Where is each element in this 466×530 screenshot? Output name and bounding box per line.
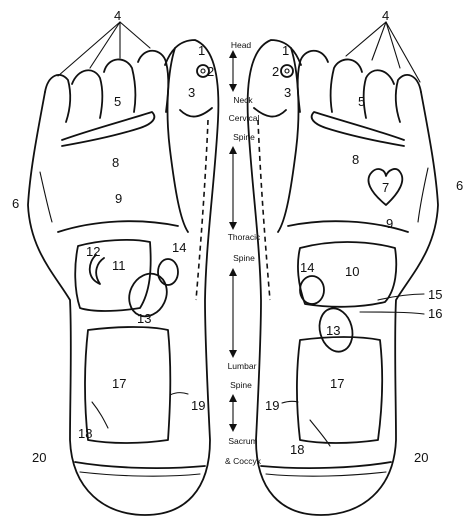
right-zone-1-label: 1 [282,43,289,58]
right-zone-8-label: 8 [352,152,359,167]
left-zone-20-line-2 [80,472,200,476]
spine-label-sacrum: Sacrum [228,436,257,446]
right-zone-20-line [261,462,391,468]
left-zone-18-line [92,402,108,428]
right-zone-15-label: 15 [428,287,442,302]
left-zone-13-label: 13 [137,311,151,326]
left-zone-14-oval [158,259,178,285]
spine-label-cervical-spine: Spine [233,132,255,142]
right-zone-6-label: 6 [456,178,463,193]
right-toe-2 [298,51,328,112]
left-zone-5-label: 5 [114,94,121,109]
right-zone-7-label: 7 [382,180,389,195]
right-zone-14-oval [300,276,324,304]
left-zone-3-label: 3 [188,85,195,100]
right-zone-20-line-2 [266,472,386,476]
left-zone-4-label: 4 [114,8,121,23]
right-foot [248,40,438,515]
right-zone-16-line [360,312,424,314]
left-zone-14-label: 14 [172,240,186,255]
left-zone-6-line [40,172,52,222]
left-toe-4 [72,70,102,118]
right-zone-15-line [378,294,424,300]
left-big-toe [168,48,188,232]
right-zone-19-label: 19 [265,398,279,413]
right-zone-18-label: 18 [290,442,304,457]
right-zone-2-circle-inner [285,69,289,73]
right-zone-9-label: 9 [386,216,393,231]
left-zone-11-label: 11 [112,258,126,273]
spine-label-thoracic: Thoracic [228,232,261,242]
left-zone-20-label: 20 [32,450,46,465]
right-zone-2-label: 2 [272,64,279,79]
left-zone-17-box [85,327,170,443]
left-toe-5 [45,75,70,122]
right-zone-20-label: 20 [414,450,428,465]
left-zone-17-label: 17 [112,376,126,391]
right-zone-4-label: 4 [382,8,389,23]
left-zone-6-label: 6 [12,196,19,211]
spine-label-lumbar-spine: Spine [230,380,252,390]
left-spine-band [180,108,212,117]
right-foot-zone-numbers: 4 1 2 3 5 8 7 6 9 14 10 15 16 13 17 19 1… [265,8,463,465]
left-zone-20-line [75,462,205,468]
right-zone-5-label: 5 [358,94,365,109]
right-zone-19-line [282,401,298,403]
right-zone-3-label: 3 [284,85,291,100]
spine-label-coccyx: & Coccyx [225,456,262,466]
spine-label-lumbar: Lumbar [228,361,257,371]
right-big-toe [278,48,298,232]
zone-4-leader-lines [58,22,420,82]
left-zone-2-circle-inner [201,69,205,73]
left-zone-5-line [62,112,154,146]
left-zone-9-line [58,221,178,232]
right-zone-10-label: 10 [345,264,359,279]
right-zone-2-circle [281,65,293,77]
spine-label-thoracic-spine: Spine [233,253,255,263]
right-zone-5-line [312,112,404,146]
right-toe-4 [364,70,394,118]
left-foot [28,40,218,515]
left-zone-19-line [170,393,188,395]
left-foot-zone-numbers: 4 1 2 3 5 8 6 9 12 14 11 13 17 19 18 20 [12,8,214,465]
left-zone-12-shape [90,255,104,284]
right-zone-6-line [418,168,428,222]
left-zone-12-label: 12 [86,244,100,259]
right-zone-16-label: 16 [428,306,442,321]
right-zone-17-label: 17 [330,376,344,391]
spine-label-neck: Neck [233,95,253,105]
left-zone-9-label: 9 [115,191,122,206]
spine-label-head: Head [231,40,252,50]
right-zone-13-label: 13 [326,323,340,338]
spine-label-cervical: Cervical [229,113,260,123]
left-zone-1-label: 1 [198,43,205,58]
left-zone-8-label: 8 [112,155,119,170]
left-zone-18-label: 18 [78,426,92,441]
left-zone-2-label: 2 [207,64,214,79]
left-toe-2 [138,51,168,112]
right-zone-14-label: 14 [300,260,314,275]
left-zone-19-label: 19 [191,398,205,413]
right-toe-5 [396,75,421,122]
